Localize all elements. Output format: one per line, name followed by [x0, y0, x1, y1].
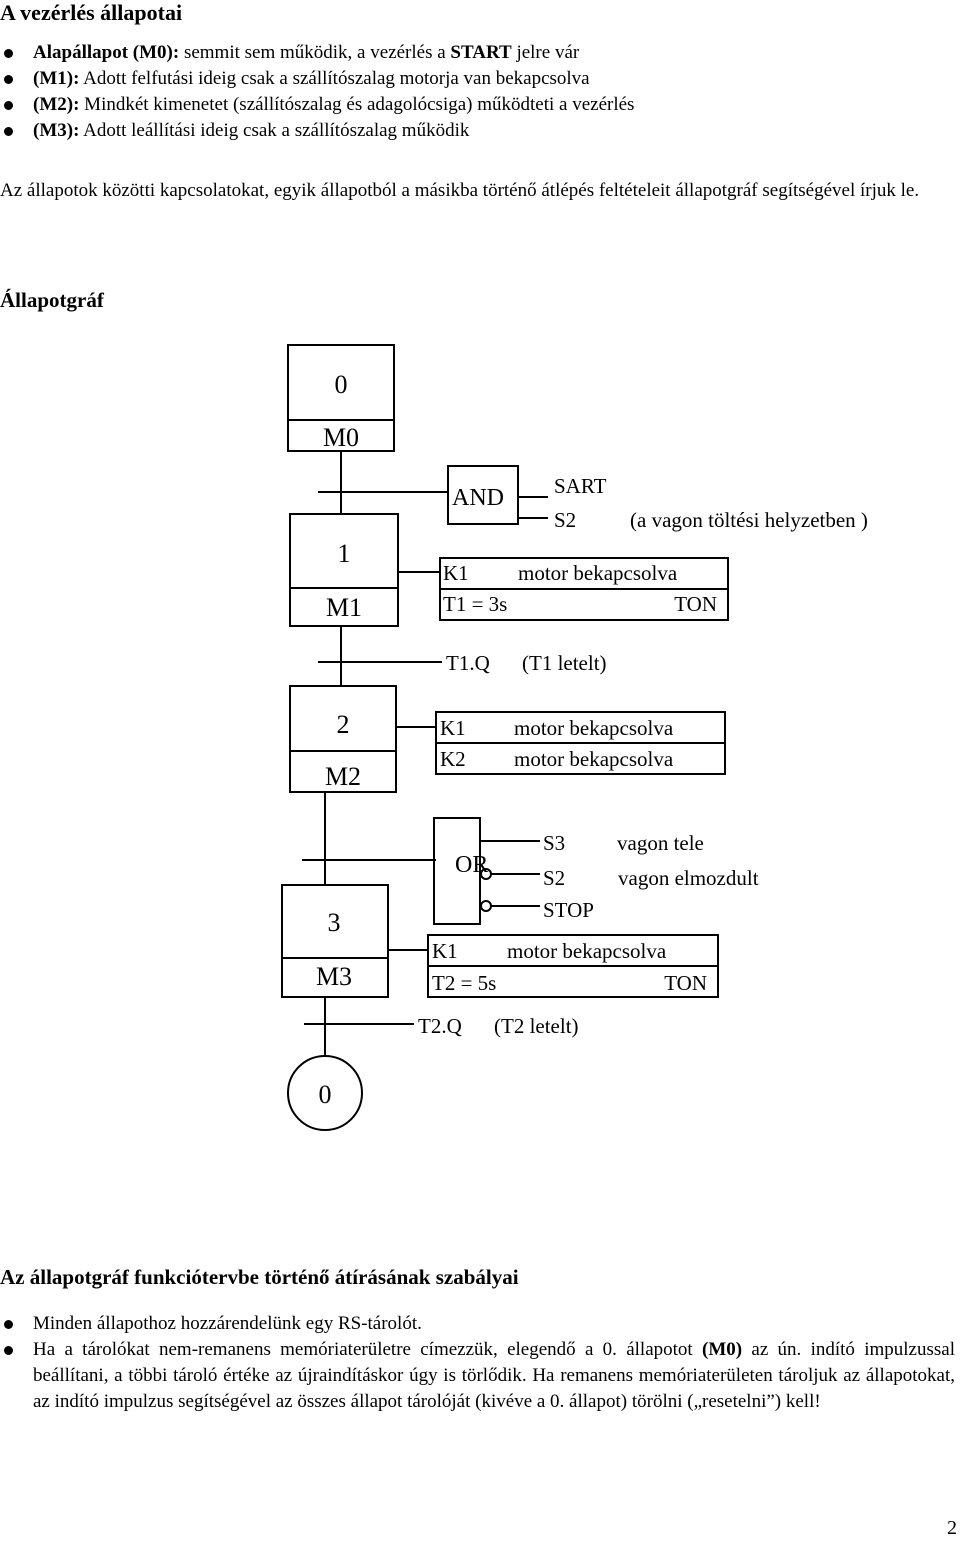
- rule-text: Minden állapothoz hozzárendelünk egy RS-…: [33, 1313, 422, 1334]
- state-label: (M3):: [33, 120, 80, 141]
- step-2-number: 2: [337, 710, 350, 739]
- state-text-tail: jelre vár: [511, 42, 580, 63]
- page-title: A vezérlés állapotai: [0, 0, 183, 25]
- page-number: 2: [947, 1517, 957, 1539]
- or-gate-label: OR: [455, 852, 488, 878]
- or-input-s2-note: vagon elmozdult: [618, 866, 759, 890]
- and-gate: [447, 465, 519, 525]
- step-3-output-text: motor bekapcsolva: [507, 939, 667, 963]
- state-text: Adott leállítási ideig csak a szállítósz…: [79, 120, 470, 141]
- state-label: (M1):: [33, 68, 80, 89]
- state-list: Alapállapot (M0): semmit sem működik, a …: [0, 40, 634, 144]
- state-item-m0: Alapállapot (M0): semmit sem működik, a …: [0, 40, 634, 66]
- step-1-timer: T1 = 3s: [443, 592, 507, 616]
- step-3-timer-type: TON: [664, 971, 707, 995]
- and-input-note: (a vagon töltési helyzetben ): [630, 508, 868, 532]
- state-text: semmit sem működik, a vezérlés a: [179, 42, 451, 63]
- step-0-name: M0: [323, 423, 359, 452]
- state-text: Mindkét kimenetet (szállítószalag és ada…: [79, 94, 635, 115]
- step-2-name: M2: [325, 762, 361, 791]
- step-1-output-text: motor bekapcsolva: [518, 561, 678, 585]
- transition-3-end-signal: T2.Q: [418, 1014, 462, 1038]
- and-input-sart-label: SART: [554, 474, 607, 498]
- step-1-timer-type: TON: [674, 592, 717, 616]
- intro-paragraph: Az állapotok közötti kapcsolatokat, egyi…: [0, 180, 920, 201]
- graph-heading: Állapotgráf: [0, 288, 104, 312]
- or-gate: [433, 817, 481, 925]
- rule-bold: (M0): [702, 1339, 743, 1360]
- and-gate-label: AND: [452, 485, 504, 511]
- rule-item: Ha a tárolókat nem-remanens memóriaterül…: [0, 1337, 955, 1415]
- step-2-output2-text: motor bekapcsolva: [514, 747, 674, 771]
- or-input-stop-negation: [480, 900, 492, 912]
- step-0-number: 0: [335, 370, 348, 399]
- step-1-box: [289, 513, 399, 627]
- end-state-number: 0: [319, 1080, 332, 1109]
- step-2-output2-signal: K2: [440, 747, 466, 771]
- step-1-name: M1: [326, 593, 362, 622]
- rules-heading: Az állapotgráf funkciótervbe történő átí…: [0, 1265, 519, 1289]
- or-input-s2-label: S2: [543, 866, 565, 890]
- state-text: Adott felfutási ideig csak a szállítósza…: [79, 68, 590, 89]
- state-item-m3: (M3): Adott leállítási ideig csak a szál…: [0, 118, 634, 144]
- step-2-output1-text: motor bekapcsolva: [514, 716, 674, 740]
- rules-list: Minden állapothoz hozzárendelünk egy RS-…: [0, 1311, 955, 1415]
- rule-text: Ha a tárolókat nem-remanens memóriaterül…: [33, 1339, 702, 1360]
- step-3-number: 3: [328, 908, 341, 937]
- step-1-output-signal: K1: [443, 561, 469, 585]
- state-label: (M2):: [33, 94, 80, 115]
- or-input-stop-label: STOP: [543, 898, 594, 922]
- step-3-name: M3: [316, 962, 352, 991]
- start-keyword: START: [450, 42, 512, 63]
- and-input-s2-label: S2: [554, 508, 576, 532]
- state-item-m1: (M1): Adott felfutási ideig csak a száll…: [0, 66, 634, 92]
- or-input-s3-label: S3: [543, 831, 565, 855]
- step-3-output-signal: K1: [432, 939, 458, 963]
- state-graph-diagram: 0 M0 1 M1 2 M2 3 M3 0 AND OR SART S2 (a …: [281, 344, 868, 1131]
- step-2-output1-signal: K1: [440, 716, 466, 740]
- step-3-timer: T2 = 5s: [432, 971, 496, 995]
- end-state-circle: [287, 1055, 363, 1131]
- state-item-m2: (M2): Mindkét kimenetet (szállítószalag …: [0, 92, 634, 118]
- step-2-box: [289, 685, 397, 793]
- step-3-box: [281, 884, 389, 998]
- state-label: Alapállapot (M0):: [33, 42, 180, 63]
- or-input-s3-note: vagon tele: [617, 831, 704, 855]
- rule-text-tail: az ún. indító impulzussal beállítani, a …: [33, 1339, 955, 1412]
- transition-1-2-note: (T1 letelt): [522, 651, 607, 675]
- transition-3-end-note: (T2 letelt): [494, 1014, 579, 1038]
- rule-item: Minden állapothoz hozzárendelünk egy RS-…: [0, 1311, 955, 1337]
- step-1-number: 1: [338, 539, 351, 568]
- transition-1-2-signal: T1.Q: [446, 651, 490, 675]
